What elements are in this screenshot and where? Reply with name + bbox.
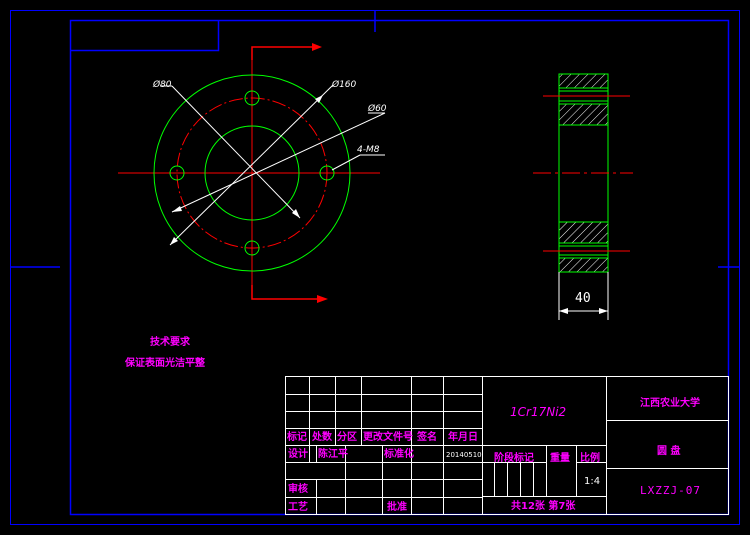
dim-arrow-outer [292, 209, 300, 218]
tech-req-title: 技术要求 [150, 335, 191, 348]
sheets-text: 共12张 第7张 [511, 499, 576, 512]
dim-arrow-thickness-right [599, 308, 608, 314]
side-view: 40 [533, 73, 633, 320]
dim-leader-pcd [169, 84, 334, 246]
outer-circle [153, 74, 351, 272]
title-block [285, 376, 729, 515]
header-zone: 分区 [337, 430, 357, 443]
dim-leader-outer [171, 85, 301, 219]
section-line-top [251, 46, 312, 60]
dim-arrow-inner [172, 206, 182, 212]
inner-circle [204, 125, 300, 221]
header-count: 处数 [311, 430, 333, 443]
standardized-label: 标准化 [383, 447, 414, 460]
section-line-bottom [251, 285, 317, 300]
dim-arrow-thickness-left [559, 308, 568, 314]
hatch-bottom-1 [558, 221, 609, 244]
dim-text-pcd: Ø160 [331, 79, 357, 90]
section-arrow-top [312, 43, 322, 51]
tech-req-line1: 保证表面光洁平整 [124, 356, 205, 369]
hatch-bottom-2 [558, 257, 609, 273]
approve-label: 批准 [387, 500, 407, 513]
sheet-border [10, 10, 740, 525]
weight-label: 重量 [550, 451, 570, 464]
bolt-hole-bottom [244, 240, 260, 256]
school-text: 江西农业大学 [640, 396, 700, 409]
bolt-hole-left [169, 165, 185, 181]
scale-label: 比例 [580, 451, 600, 464]
drawing-no-text: LXZZJ-07 [640, 484, 701, 497]
dim-text-inner: Ø60 [367, 103, 387, 114]
dim-arrow-pcd-start [170, 237, 178, 245]
code-box [70, 20, 220, 52]
dim-leader-inner [171, 112, 386, 213]
header-mark: 标记 [286, 430, 307, 443]
bolt-hole-right [319, 165, 335, 181]
bolt-hole-top [244, 90, 260, 106]
scale-value: 1:4 [584, 476, 600, 487]
pitch-circle [176, 97, 328, 249]
header-change-doc: 更改文件号 [363, 430, 413, 443]
part-name-text: 圆 盘 [657, 444, 680, 457]
designer-label: 设计 [288, 447, 308, 460]
checker-label: 审核 [288, 482, 308, 495]
stage-mark-label: 阶段标记 [494, 451, 534, 464]
dim-text-outer: Ø80 [152, 79, 172, 90]
dim-leader-holes [331, 154, 361, 171]
hatch-top-2 [558, 103, 609, 126]
front-view: Ø80 Ø160 Ø60 4-M8 [118, 43, 387, 303]
process-label: 工艺 [288, 500, 308, 513]
hatch-top-1 [558, 73, 609, 89]
dim-text-holes: 4-M8 [357, 145, 380, 155]
dim-arrow-pcd-end [315, 95, 323, 103]
designer-name: 陈江平 [318, 447, 348, 460]
header-date: 年月日 [448, 430, 478, 443]
dim-text-thickness: 40 [575, 291, 591, 306]
section-arrow-bottom [317, 295, 328, 303]
date-value: 20140510 [446, 451, 482, 459]
header-signature: 签名 [416, 430, 437, 443]
material-text: 1Cr17Ni2 [510, 405, 566, 419]
